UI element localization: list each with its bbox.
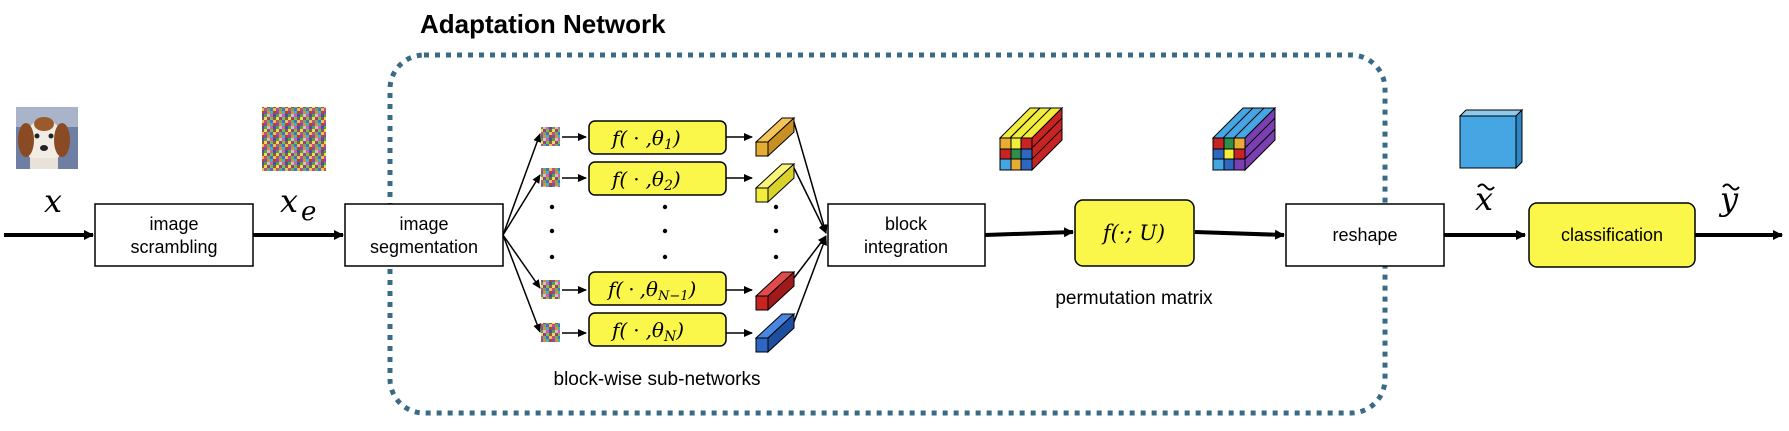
svg-text:block: block [885,214,928,234]
segmentation-fanout-arrows [502,133,542,333]
image-scrambling-box: image scrambling [94,203,254,267]
subnetwork-1: f(·,θ1) [588,120,727,155]
svg-text:f(·,θ2): f(·,θ2) [610,167,681,194]
svg-text:classification: classification [1561,225,1663,245]
subnetwork-n-minus-1: f(·,θN−1) [588,271,727,306]
svg-text:integration: integration [864,237,948,257]
svg-text:image: image [149,214,198,234]
permuted-cube [1211,106,1277,172]
block-converge-arrows [793,121,828,323]
svg-text:reshape: reshape [1332,225,1397,245]
encrypted-label: x [280,182,298,220]
image-segmentation-box: image segmentation [344,203,504,267]
ellipsis-dots [549,204,779,260]
svg-text:segmentation: segmentation [370,237,478,257]
input-dog-image [16,107,78,169]
output-block-red [754,270,796,312]
segment-patches [541,127,560,342]
svg-text:f(·; U): f(·; U) [1101,221,1165,245]
svg-text:f(·,θN): f(·,θN) [610,318,684,345]
input-label: x [44,182,62,220]
diagram-title: Adaptation Network [420,9,666,39]
block-integration-box: block integration [827,203,986,267]
encrypted-label-subscript: e [301,197,316,227]
subnetwork-n: f(·,θN) [588,312,727,347]
integrated-cube [998,106,1064,172]
reshaped-cube [1458,108,1524,170]
arrow-integration-to-permutation [984,227,1074,238]
svg-text:image: image [399,214,448,234]
svg-text:scrambling: scrambling [130,237,217,257]
permutation-box: f(·; U) [1074,199,1195,267]
subnetwork-to-block-arrows [726,133,753,337]
output-block-orange [754,116,796,158]
encrypted-image [262,107,326,171]
arrow-permutation-to-reshape [1194,229,1285,240]
reshaped-label-tilde [1477,183,1495,191]
output-block-blue [754,312,796,354]
subnetwork-2: f(·,θ2) [588,161,727,196]
permutation-caption: permutation matrix [1055,288,1213,309]
patch-to-subnetwork-arrows [562,133,587,337]
svg-text:f(·,θ1): f(·,θ1) [610,126,681,153]
reshape-box: reshape [1285,203,1445,267]
svg-text:f(·,θN−1): f(·,θN−1) [606,277,696,304]
classification-box: classification [1528,202,1696,268]
subnetworks-caption: block-wise sub-networks [554,369,761,390]
output-block-yellow [754,162,796,204]
output-label-tilde [1722,183,1740,191]
